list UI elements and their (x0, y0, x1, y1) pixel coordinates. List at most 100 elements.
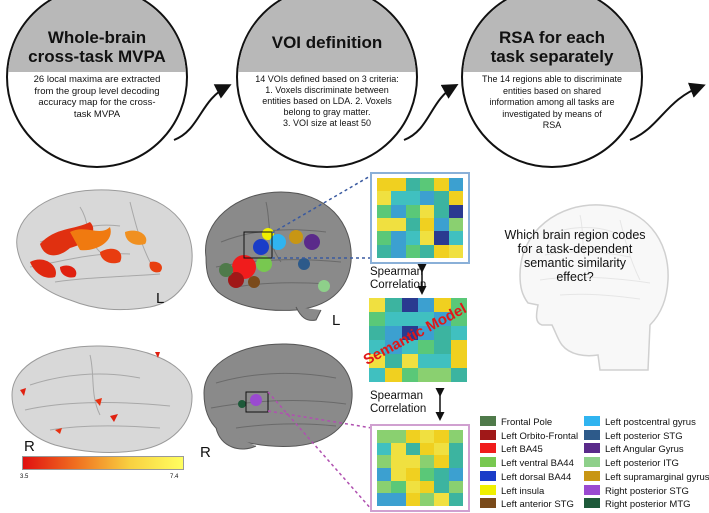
legend-label: Left insula (501, 485, 545, 497)
matrix-cell (448, 493, 463, 506)
legend-swatch (480, 443, 496, 454)
matrix-cell (434, 340, 451, 354)
legend-swatch (480, 457, 496, 468)
matrix-cell (419, 191, 435, 205)
matrix-cell (419, 430, 435, 443)
legend-swatch (480, 416, 496, 426)
matrix-cell (391, 468, 406, 481)
matrix-cell (385, 354, 402, 368)
colorbar-max-label: 7.4 (170, 474, 179, 480)
matrix-cell (418, 298, 435, 312)
legend-item: Left anterior STG (480, 498, 574, 511)
hemisphere-label-right: R (24, 438, 35, 455)
matrix-cell (391, 430, 406, 443)
matrix-cell (434, 312, 451, 326)
matrix-cell (377, 480, 392, 494)
matrix-cell (448, 191, 463, 205)
colorbar-min-label: 3.5 (20, 474, 29, 480)
matrix-cell (450, 312, 467, 326)
matrix-cell (401, 312, 418, 326)
matrix-cell (369, 340, 386, 354)
matrix-cell (418, 340, 435, 354)
spearman-correlation-top: Spearman Correlation (370, 266, 427, 291)
matrix-cell (419, 231, 435, 245)
stage-description: The 14 regions able to discriminate enti… (481, 74, 623, 130)
research-question: Which brain region codes for a task-depe… (504, 228, 646, 284)
stage-mvpa: Whole-brain cross-task MVPA 26 local max… (6, 0, 188, 168)
matrix-cell (385, 368, 402, 382)
matrix-cell (419, 468, 435, 481)
matrix-cell (401, 368, 418, 382)
matrix-cell (419, 204, 435, 218)
flow-arrows (173, 82, 706, 141)
matrix-cell (369, 326, 386, 340)
matrix-cell (377, 455, 392, 468)
legend-item: Left insula (480, 484, 545, 498)
legend-label: Left Orbito-Frontal (501, 430, 579, 442)
matrix-cell (448, 480, 463, 494)
legend-item: Left Orbito-Frontal (480, 429, 579, 443)
legend-swatch (584, 457, 600, 468)
matrix-cell (448, 455, 463, 468)
matrix-cell (450, 298, 467, 312)
stage-description: 26 local maxima are extracted from the g… (33, 74, 161, 120)
matrix-cell (448, 178, 463, 192)
legend-item: Left dorsal BA44 (480, 470, 571, 484)
matrix-cell (369, 312, 386, 326)
legend-swatch (584, 484, 600, 495)
legend-label: Right posterior MTG (605, 499, 691, 511)
voi-hemisphere-right: R (200, 444, 211, 461)
matrix-cell (401, 326, 418, 340)
matrix-cell (401, 340, 418, 354)
matrix-cell (369, 368, 386, 382)
matrix-cell (391, 231, 406, 245)
matrix-cell (405, 191, 420, 205)
matrix-cell (418, 326, 435, 340)
matrix-cell (434, 468, 449, 481)
matrix-cell (434, 231, 449, 245)
matrix-cell (405, 480, 420, 494)
matrix-cell (418, 312, 435, 326)
legend-swatch (480, 470, 496, 481)
legend-swatch (584, 416, 600, 426)
stage-header: RSA for each task separately (463, 0, 641, 72)
legend-label: Left ventral BA44 (501, 458, 574, 470)
stage-title: RSA for each task separately (490, 28, 614, 66)
legend-swatch (480, 429, 496, 440)
matrix-cell (434, 191, 449, 205)
matrix-cell (391, 455, 406, 468)
legend-label: Right posterior STG (605, 485, 689, 497)
matrix-cell (377, 217, 392, 232)
matrix-cell (369, 298, 386, 312)
voi-brain-left (205, 191, 352, 321)
matrix-cell (419, 493, 435, 506)
legend-item: Left posterior STG (584, 429, 683, 443)
matrix-cell (434, 217, 449, 232)
matrix-cell (450, 368, 467, 382)
matrix-cell (369, 354, 386, 368)
legend-item: Right posterior STG (584, 484, 689, 498)
matrix-cell (434, 204, 449, 218)
legend-swatch (584, 470, 600, 481)
legend-label: Frontal Pole (501, 417, 553, 428)
arrow-3 (629, 82, 706, 141)
stage-voi: VOI definition 14 VOIs defined based on … (236, 0, 418, 168)
activation-brain-left (16, 189, 193, 311)
matrix-cell (418, 368, 435, 382)
matrix-cell (405, 493, 420, 506)
matrix-cell (377, 204, 392, 218)
legend-item: Left ventral BA44 (480, 457, 574, 470)
colorbar (22, 456, 184, 470)
legend-swatch (480, 484, 496, 495)
legend-item: Left BA45 (480, 443, 543, 456)
legend-item: Frontal Pole (480, 416, 552, 429)
matrix-cell (419, 455, 435, 468)
matrix-cell (448, 231, 463, 245)
matrix-cell (434, 178, 449, 192)
matrix-cell (377, 468, 392, 481)
matrix-cell (419, 480, 435, 494)
matrix-cell (434, 455, 449, 468)
matrix-cell (391, 191, 406, 205)
